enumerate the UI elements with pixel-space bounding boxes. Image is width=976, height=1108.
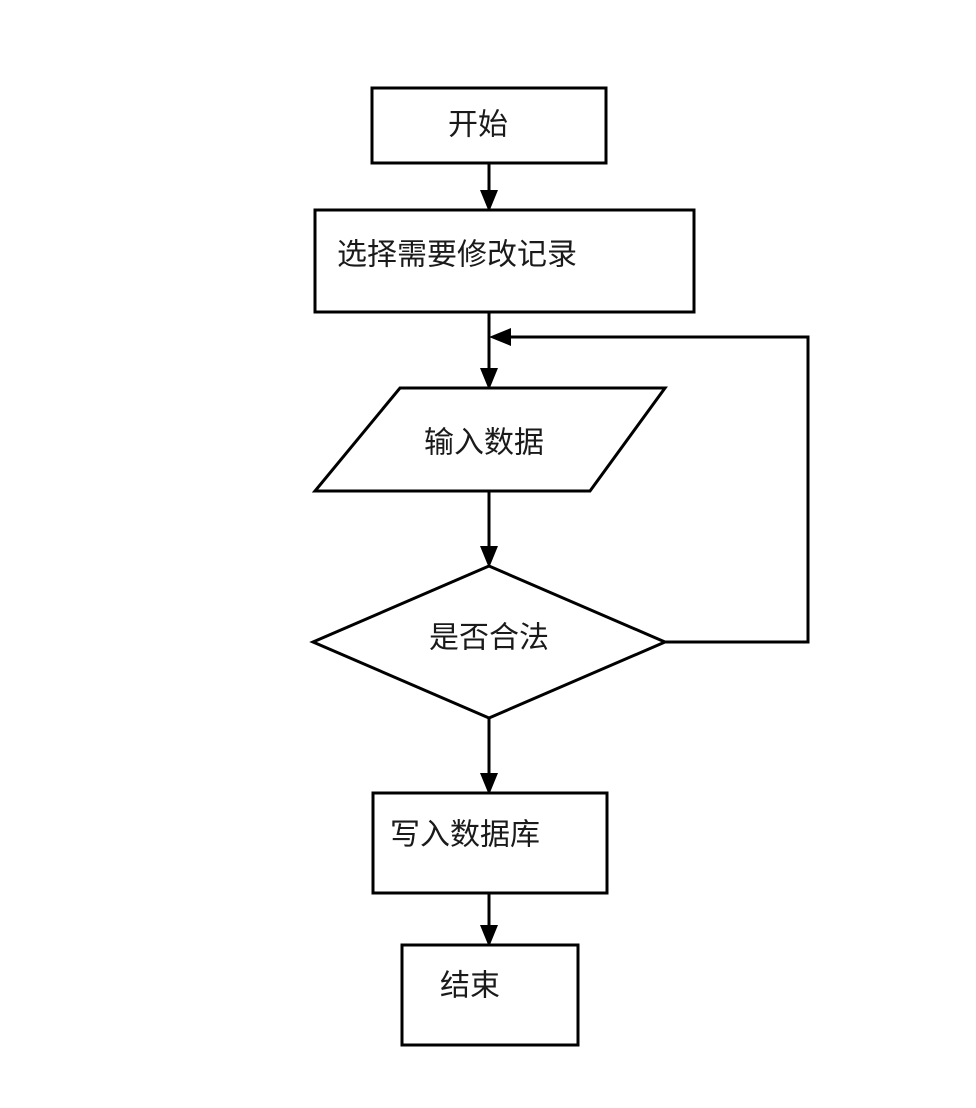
edge-is-valid-feedback-to-input-data xyxy=(489,328,810,644)
arrow-head-icon xyxy=(489,328,511,346)
node-start[interactable]: 开始 xyxy=(370,86,608,165)
node-label-input-data: 输入数据 xyxy=(424,426,544,461)
node-shape-rectangle xyxy=(313,208,696,314)
edge-start-to-select-record xyxy=(480,163,498,212)
node-shape-rectangle xyxy=(400,943,580,1047)
edge-input-data-to-is-valid xyxy=(480,491,498,568)
node-select-record[interactable]: 选择需要修改记录 xyxy=(313,208,696,314)
node-label-write-db: 写入数据库 xyxy=(390,818,540,853)
edge-select-record-to-input-data xyxy=(480,312,498,390)
edge-write-db-to-end xyxy=(480,893,498,947)
arrow-head-icon xyxy=(480,190,498,212)
node-end[interactable]: 结束 xyxy=(400,943,580,1047)
node-shape-parallelogram xyxy=(311,386,668,493)
node-shape-rectangle xyxy=(371,791,609,895)
node-label-end: 结束 xyxy=(440,969,500,1004)
arrow-head-icon xyxy=(480,546,498,568)
node-label-start: 开始 xyxy=(448,108,508,143)
edge-polyline xyxy=(504,335,810,644)
node-label-select-record: 选择需要修改记录 xyxy=(337,238,577,273)
node-shape-rectangle xyxy=(370,86,608,165)
node-write-db[interactable]: 写入数据库 xyxy=(371,791,609,895)
node-shape-diamond xyxy=(309,564,669,720)
arrow-head-icon xyxy=(480,925,498,947)
node-label-is-valid: 是否合法 xyxy=(429,621,549,656)
edge-is-valid-to-write-db xyxy=(480,718,498,795)
arrow-head-icon xyxy=(480,368,498,390)
arrow-head-icon xyxy=(480,773,498,795)
node-is-valid[interactable]: 是否合法 xyxy=(309,564,669,720)
node-input-data[interactable]: 输入数据 xyxy=(311,386,668,493)
